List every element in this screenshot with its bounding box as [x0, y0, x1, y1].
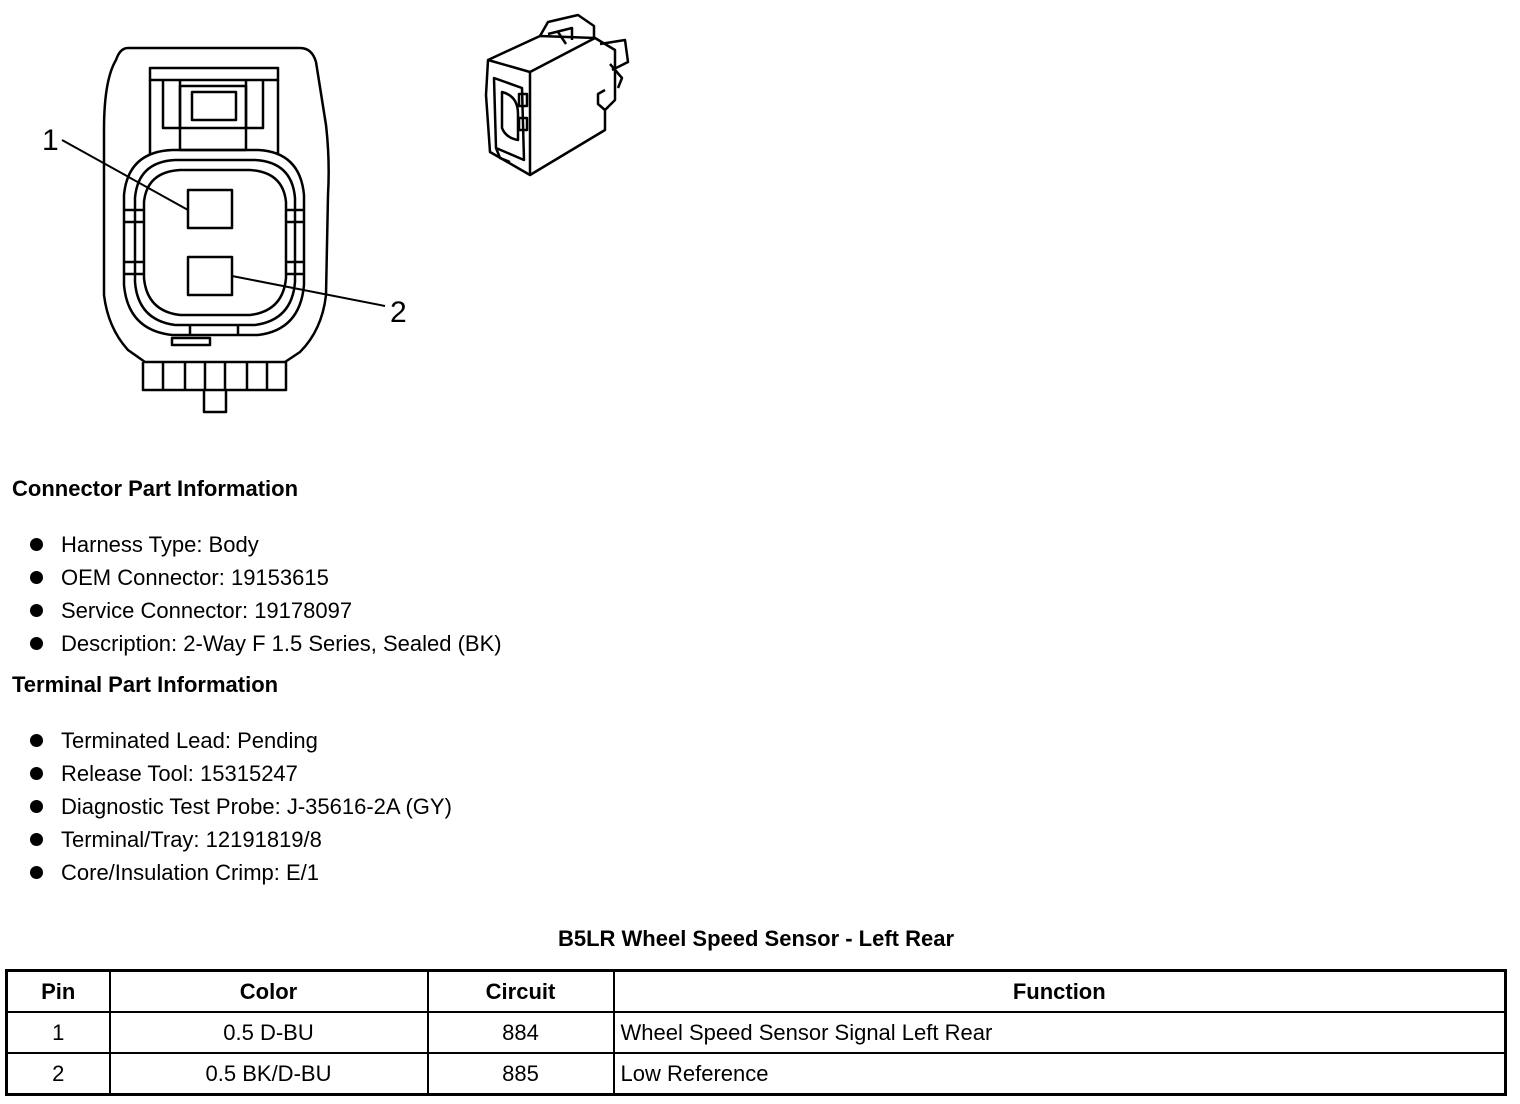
bullet-icon — [30, 538, 43, 551]
list-item: Core/Insulation Crimp: E/1 — [30, 856, 452, 889]
bullet-icon — [30, 800, 43, 813]
column-header-color: Color — [108, 969, 429, 1013]
cell-function: Low Reference — [612, 1052, 1507, 1096]
terminal-part-info-list: Terminated Lead: Pending Release Tool: 1… — [30, 724, 452, 889]
cell-color: 0.5 D-BU — [108, 1011, 429, 1054]
cell-color: 0.5 BK/D-BU — [108, 1052, 429, 1096]
list-item: Terminal/Tray: 12191819/8 — [30, 823, 452, 856]
column-header-function: Function — [612, 969, 1507, 1013]
terminal-part-info-heading: Terminal Part Information — [12, 672, 279, 697]
connector-diagram: 1 2 — [42, 13, 630, 414]
connector-face-view — [61, 46, 386, 414]
list-item: Terminated Lead: Pending — [30, 724, 452, 757]
list-item: OEM Connector: 19153615 — [30, 561, 502, 594]
connector-part-info-heading: Connector Part Information — [12, 476, 299, 501]
pinout-table-title: B5LR Wheel Speed Sensor - Left Rear — [557, 926, 955, 951]
table-row: 2 0.5 BK/D-BU 885 Low Reference — [5, 1052, 1507, 1096]
list-item: Harness Type: Body — [30, 528, 502, 561]
cell-circuit: 885 — [426, 1052, 615, 1096]
pin-label-2: 2 — [390, 296, 407, 329]
column-header-circuit: Circuit — [426, 969, 615, 1013]
pin-cavity-2 — [186, 255, 234, 297]
cell-pin: 2 — [5, 1052, 111, 1096]
cell-function: Wheel Speed Sensor Signal Left Rear — [612, 1011, 1507, 1054]
pinout-table: Pin Color Circuit Function 1 0.5 D-BU 88… — [5, 969, 1507, 1096]
list-item: Release Tool: 15315247 — [30, 757, 452, 790]
bullet-icon — [30, 734, 43, 747]
connector-part-info-list: Harness Type: Body OEM Connector: 191536… — [30, 528, 502, 660]
cell-circuit: 884 — [426, 1011, 615, 1054]
list-item: Description: 2-Way F 1.5 Series, Sealed … — [30, 627, 502, 660]
bullet-icon — [30, 571, 43, 584]
cell-pin: 1 — [5, 1011, 111, 1054]
bullet-icon — [30, 866, 43, 879]
list-item: Service Connector: 19178097 — [30, 594, 502, 627]
bullet-icon — [30, 833, 43, 846]
table-row: 1 0.5 D-BU 884 Wheel Speed Sensor Signal… — [5, 1011, 1507, 1054]
column-header-pin: Pin — [5, 969, 111, 1013]
bullet-icon — [30, 767, 43, 780]
bullet-icon — [30, 604, 43, 617]
pin-label-1: 1 — [42, 124, 59, 157]
list-item: Diagnostic Test Probe: J-35616-2A (GY) — [30, 790, 452, 823]
bullet-icon — [30, 637, 43, 650]
table-header-row: Pin Color Circuit Function — [5, 969, 1507, 1013]
connector-isometric-view — [484, 13, 630, 177]
pin-cavity-1 — [186, 188, 234, 230]
